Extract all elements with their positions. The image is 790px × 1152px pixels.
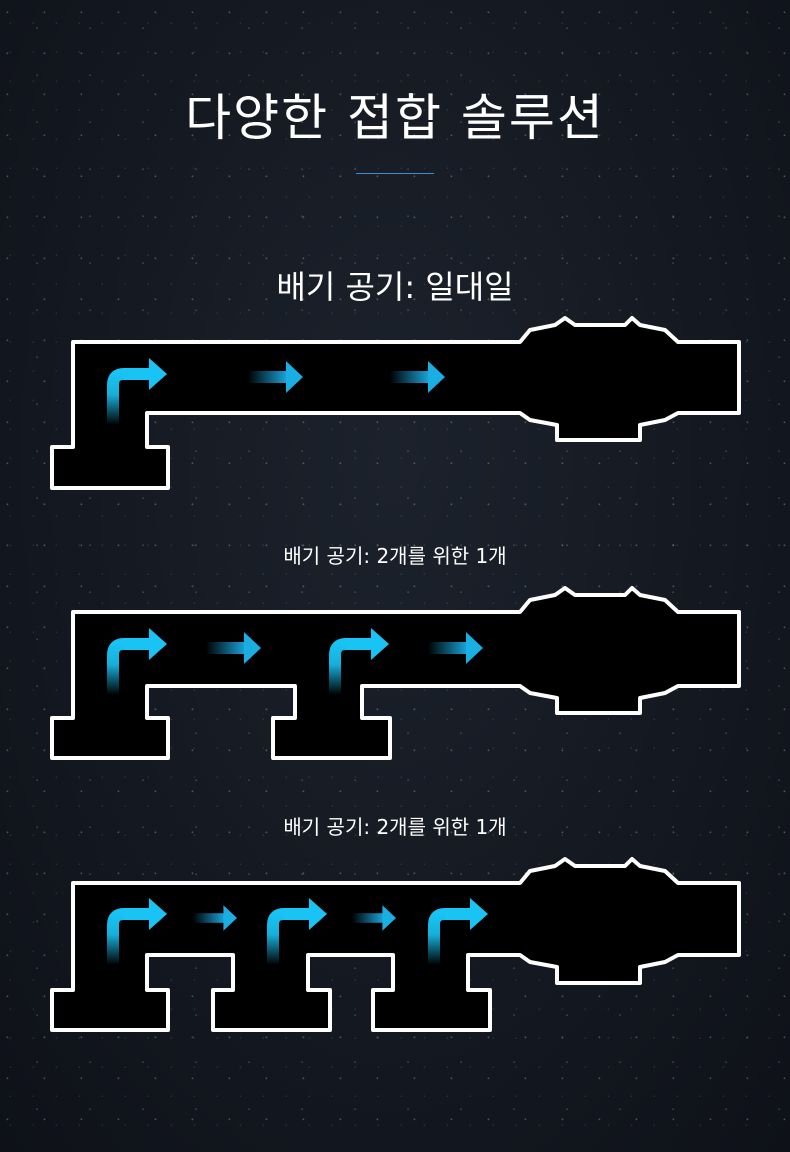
diagram-3 — [50, 857, 741, 1032]
pipe-outline — [50, 316, 741, 490]
diagram-2-label: 배기 공기: 2개를 위한 1개 — [283, 544, 507, 568]
title-divider — [356, 173, 434, 174]
diagram-3-label: 배기 공기: 2개를 위한 1개 — [283, 815, 507, 839]
diagram-2 — [50, 586, 741, 760]
diagram-1 — [50, 316, 741, 490]
pipe-outline — [50, 586, 741, 760]
page-title: 다양한 접합 솔루션 — [185, 89, 605, 147]
diagram-1-label: 배기 공기: 일대일 — [276, 268, 514, 306]
pipe-outline — [50, 857, 741, 1032]
